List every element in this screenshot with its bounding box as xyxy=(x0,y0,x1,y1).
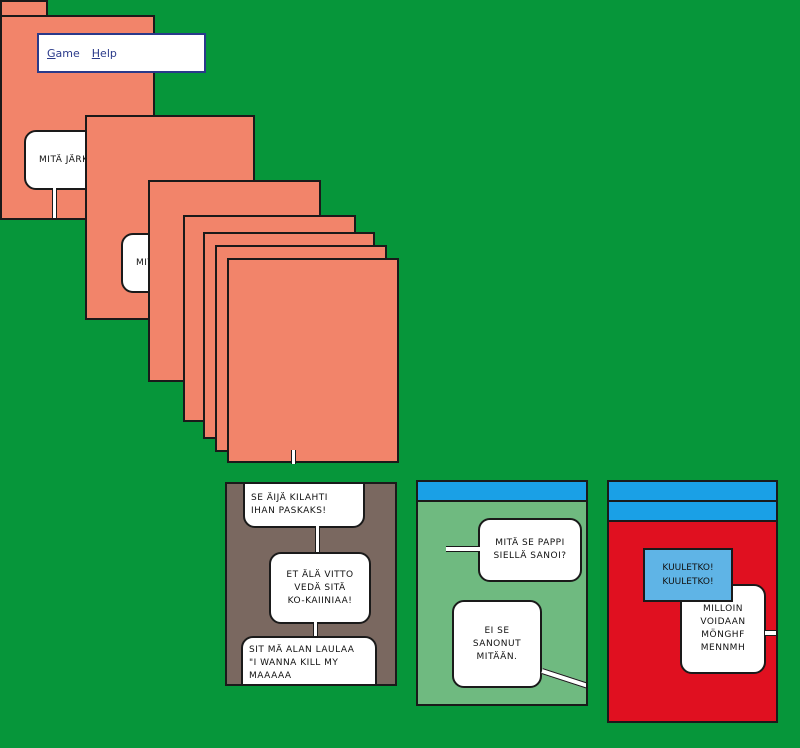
speech-bubble-tail xyxy=(291,450,296,464)
menu-help[interactable]: Help xyxy=(91,46,117,60)
speech-bubble: MITÄ SE PAPPI SIELLÄ SANOI? xyxy=(478,518,582,582)
speech-bubble: EI SE SANONUT MITÄÄN. xyxy=(452,600,542,688)
comic-panel-red[interactable]: MILLOIN VOIDAAN MÖNGHF MENNMH KUULETKO! … xyxy=(607,480,778,723)
speech-bubble-tail xyxy=(315,526,320,554)
panel-stripe xyxy=(609,482,776,502)
warning-sign: KUULETKO! KUULETKO! xyxy=(643,548,733,602)
menu-game[interactable]: Game xyxy=(47,46,80,60)
speech-bubble: SE ÄIJÄ KILAHTI IHAN PASKAKS! xyxy=(243,484,365,528)
comic-panel-green[interactable]: MITÄ SE PAPPI SIELLÄ SANOI? EI SE SANONU… xyxy=(416,480,588,706)
speech-bubble-tail xyxy=(541,668,586,689)
speech-bubble-tail xyxy=(313,622,318,638)
panel-stripe xyxy=(418,482,586,502)
comic-panel-brown[interactable]: SE ÄIJÄ KILAHTI IHAN PASKAKS! ET ÄLÄ VIT… xyxy=(225,482,397,686)
speech-bubble-tail xyxy=(765,630,776,636)
speech-bubble: SIT MÄ ALAN LAULAA "I WANNA KILL MY MAAA… xyxy=(241,636,377,684)
menu-bar: Game Help xyxy=(37,33,206,73)
speech-bubble-tail xyxy=(446,546,480,552)
panel-stripe xyxy=(609,502,776,522)
speech-bubble-tail xyxy=(52,188,57,218)
card-stack-8[interactable] xyxy=(227,258,399,464)
speech-bubble: ET ÄLÄ VITTO VEDÄ SITÄ KO-KAIINIAA! xyxy=(269,552,371,624)
